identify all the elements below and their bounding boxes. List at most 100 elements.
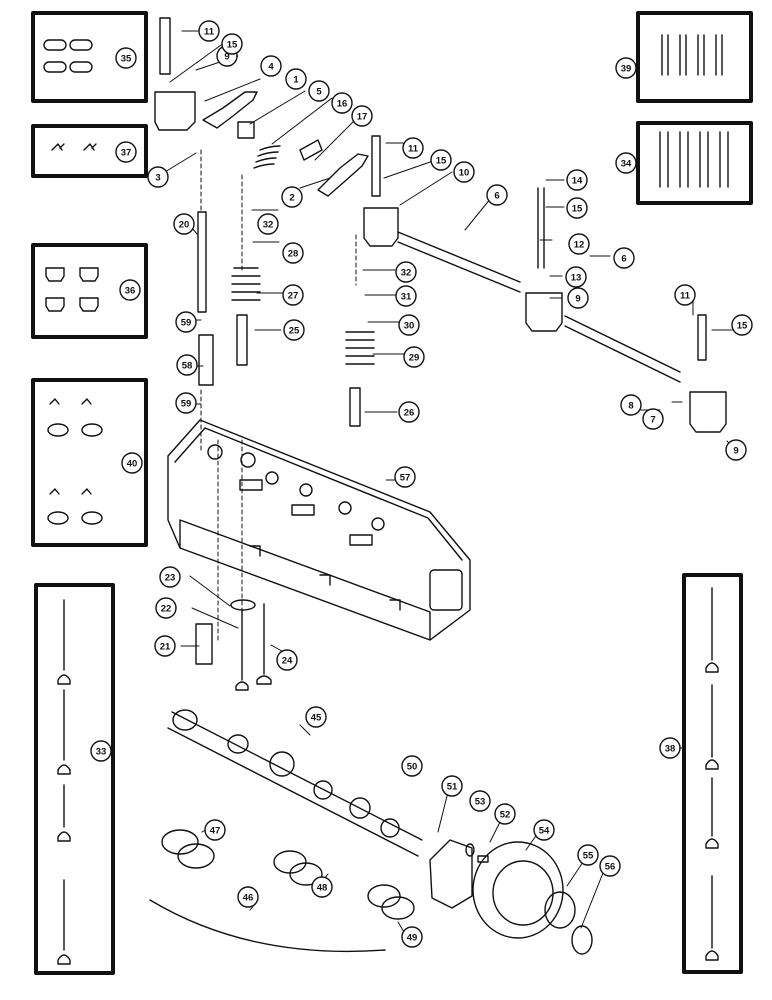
callout-c5: 5 [308,80,330,102]
callout-circle [725,439,747,461]
callout-circle [115,47,137,69]
callout-number: 9 [733,445,738,456]
rocker-shaft [397,231,681,383]
callout-circle [565,266,587,288]
callout-c7: 7 [642,408,664,430]
callout-circle [173,213,195,235]
callout-circle [281,186,303,208]
callout-c13: 13 [565,266,587,288]
callout-c28: 28 [282,242,304,264]
callout-circle [175,311,197,333]
callout-c16: 16 [331,92,353,114]
callout-circle [276,649,298,671]
callout-c23: 23 [159,566,181,588]
callout-c53: 53 [469,790,491,812]
callout-circle [351,105,373,127]
callout-number: 14 [572,175,583,186]
callout-c6a: 6 [486,184,508,206]
callout-c48: 48 [311,876,333,898]
callout-number: 35 [121,53,132,64]
callout-number: 20 [179,219,190,230]
callouts: 1234566789991011111112131415151515161720… [90,20,753,948]
callout-number: 9 [224,51,229,62]
callout-circle [283,319,305,341]
callout-number: 55 [583,850,594,861]
callout-circle [257,213,279,235]
callout-c14: 14 [566,169,588,191]
callout-circle [119,279,141,301]
callout-number: 37 [121,147,132,158]
callout-circle [441,775,463,797]
callout-circle [731,314,753,336]
callout-c25: 25 [283,319,305,341]
rocker-bracket-end [689,391,727,433]
callout-c36: 36 [119,279,141,301]
callout-circle [453,161,475,183]
callout-number: 25 [289,325,300,336]
callout-circle [237,886,259,908]
callout-circle [285,68,307,90]
bolts-and-studs [159,17,707,361]
callout-c32b: 32 [395,261,417,283]
callout-c2: 2 [281,186,303,208]
callout-circle [395,285,417,307]
callout-c15a: 15 [221,33,243,55]
callout-c37: 37 [115,141,137,163]
callout-number: 52 [500,809,511,820]
callout-circle [308,80,330,102]
callout-c15b: 15 [430,149,452,171]
callout-c57: 57 [394,466,416,488]
rocker-bracket-center [363,207,399,247]
callout-number: 59 [181,317,192,328]
callout-number: 17 [357,111,368,122]
callout-c32a: 32 [257,213,279,235]
callout-c46: 46 [237,886,259,908]
callout-circle [305,706,327,728]
callout-number: 56 [605,861,616,872]
camshaft [167,709,423,857]
callout-c54: 54 [533,819,555,841]
callout-circle [494,803,516,825]
callout-number: 30 [404,320,415,331]
callout-circle [642,408,664,430]
callout-circle [221,33,243,55]
kit-box-39 [636,11,753,103]
callout-circle [401,755,423,777]
callout-number: 36 [125,285,136,296]
callout-number: 29 [409,352,420,363]
callout-c3: 3 [147,166,169,188]
kit-box-40 [31,378,148,547]
callout-number: 28 [288,248,299,259]
callout-circle [159,566,181,588]
kit-box-37 [31,124,148,178]
callout-c59a: 59 [175,311,197,333]
callout-circle [121,452,143,474]
callout-c55: 55 [577,844,599,866]
callout-circle [147,166,169,188]
callout-c11c: 11 [674,284,696,306]
callout-c27: 27 [282,284,304,306]
callout-c33: 33 [90,740,112,762]
callout-c1: 1 [285,68,307,90]
callout-circle [613,247,635,269]
callout-circle [260,55,282,77]
callout-c30: 30 [398,314,420,336]
callout-c59b: 59 [175,392,197,414]
callout-number: 5 [316,86,322,97]
callout-circle [394,466,416,488]
callout-number: 3 [155,172,160,183]
cylinder-head [167,419,471,641]
callout-c20: 20 [173,213,195,235]
callout-number: 47 [210,825,221,836]
callout-c40: 40 [121,452,143,474]
callout-circle [469,790,491,812]
callout-circle [566,197,588,219]
callout-circle [566,169,588,191]
callout-circle [674,284,696,306]
rocker-bracket-right [525,292,563,332]
callout-c12: 12 [568,233,590,255]
callout-circle [533,819,555,841]
callout-circle [90,740,112,762]
callout-number: 34 [621,158,632,169]
